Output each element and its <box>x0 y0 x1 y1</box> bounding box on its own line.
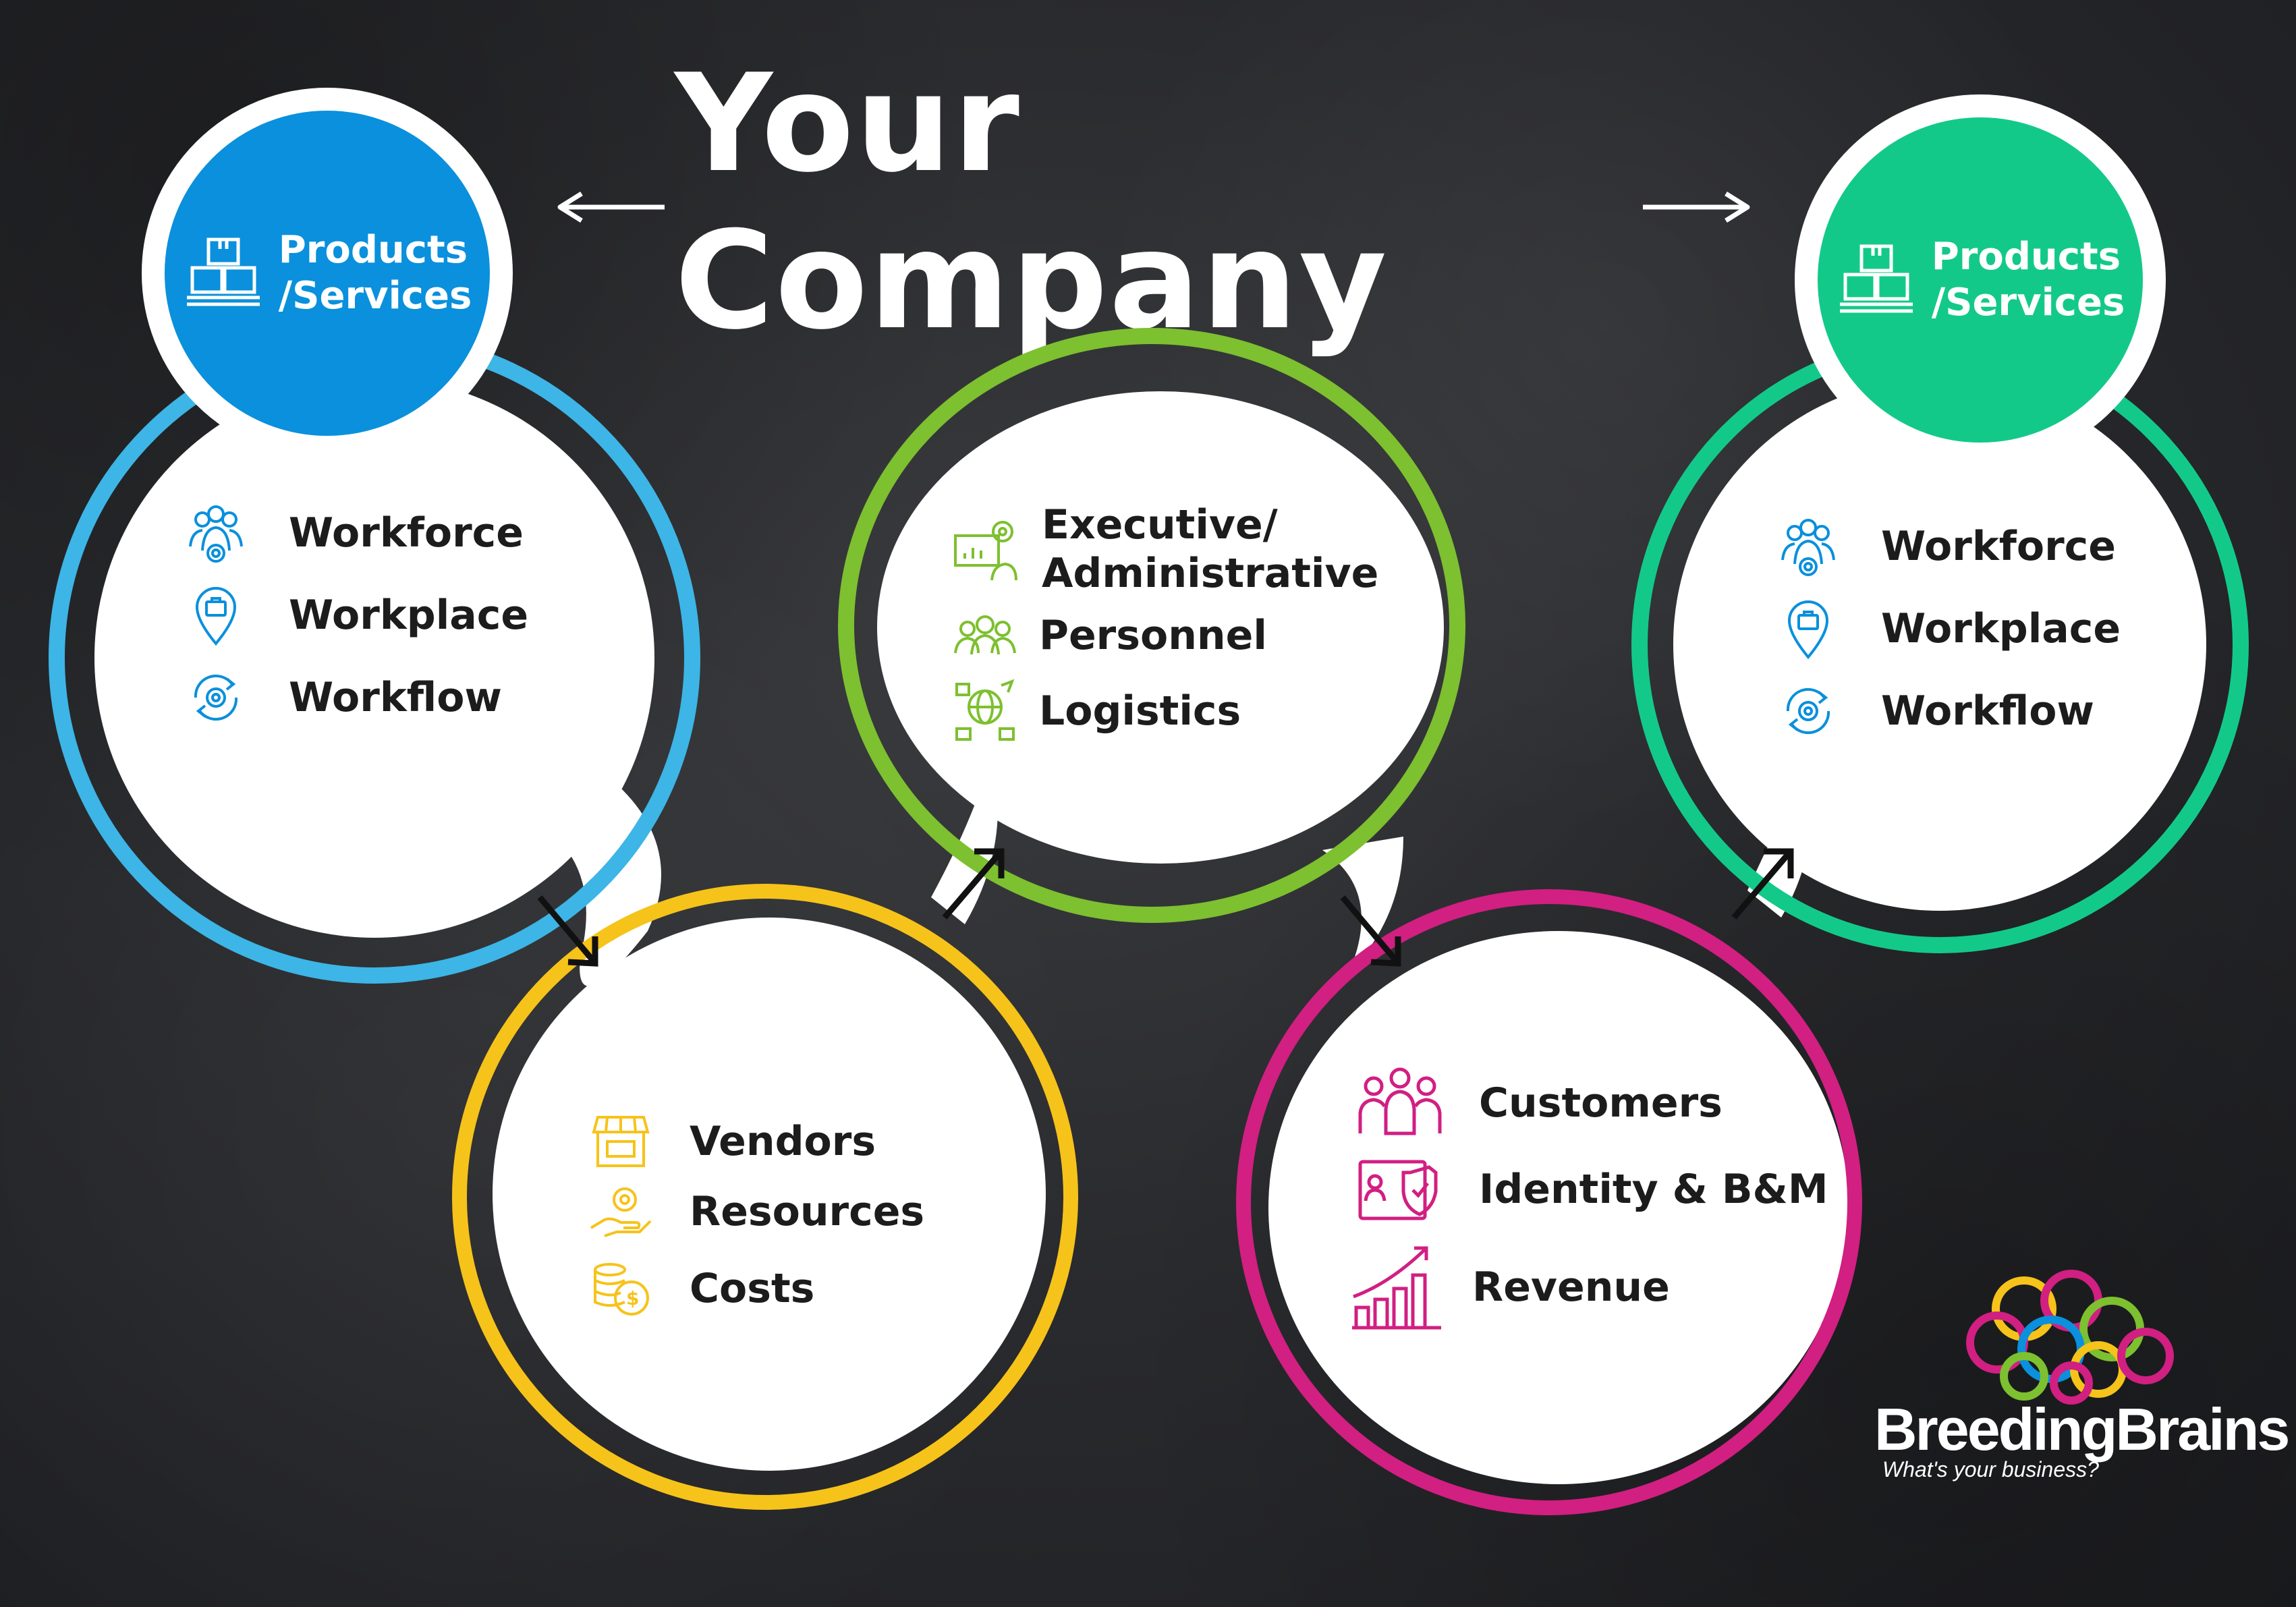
left-item-workplace: Workplace <box>182 582 528 649</box>
presentation-gear-icon <box>954 521 1017 581</box>
team-gear-icon <box>189 505 243 563</box>
hand-gear-icon <box>590 1187 652 1237</box>
item-label: Personnel <box>1039 612 1267 659</box>
item-label-multiline: Executive/ Administrative <box>1042 501 1378 598</box>
cycle-gear-icon <box>194 674 238 721</box>
breedingbrains-logo-icon <box>1966 1270 2174 1405</box>
team-gear-icon <box>1781 519 1835 576</box>
item-label: Identity & B&M <box>1479 1166 1828 1213</box>
end-badge-line2: /Services <box>1931 281 2125 325</box>
end-badge-line1: Products <box>1931 235 2121 279</box>
storefront-icon <box>592 1116 650 1167</box>
item-label-line1: Executive/ <box>1042 501 1278 548</box>
location-briefcase-icon <box>195 587 237 646</box>
bottom-right-item-customers: Customers <box>1356 1066 1723 1140</box>
right-item-workflow: Workflow <box>1774 677 2094 745</box>
title-right-arrow-icon <box>1643 192 1750 223</box>
item-label: Logistics <box>1039 687 1241 735</box>
customers-icon <box>1358 1067 1442 1135</box>
growth-chart-icon <box>1352 1246 1441 1330</box>
title-left-arrow-icon <box>557 192 665 223</box>
flow-arrow-3-icon <box>1340 895 1401 967</box>
end-badge: Products /Services <box>1795 94 2166 466</box>
right-item-workforce: Workforce <box>1774 513 2116 580</box>
item-label: Workforce <box>1881 523 2116 570</box>
location-briefcase-icon <box>1787 600 1829 660</box>
logo-tagline: What's your business? <box>1882 1457 2099 1482</box>
people-group-icon <box>954 615 1016 655</box>
center-item-personnel: Personnel <box>951 602 1267 669</box>
boxes-icon <box>186 237 260 306</box>
bottom-left-item-resources: Resources <box>587 1178 924 1245</box>
item-label: Costs <box>690 1265 815 1312</box>
start-badge: Products /Services <box>142 88 513 459</box>
item-label-line2: Administrative <box>1042 550 1379 597</box>
center-item-executive: Executive/ Administrative <box>951 501 1378 598</box>
boxes-icon <box>1839 244 1913 313</box>
bottom-left-item-costs: $ Costs <box>587 1255 814 1322</box>
coins-icon: $ <box>594 1263 649 1316</box>
flow-arrow-1-icon <box>537 895 598 967</box>
globe-cargo-icon <box>955 679 1015 741</box>
flow-arrow-4-icon <box>1731 848 1794 920</box>
item-label: Workplace <box>289 592 529 639</box>
item-label: Workplace <box>1881 605 2121 652</box>
start-badge-line2: /Services <box>278 274 472 318</box>
item-label: Resources <box>690 1188 925 1235</box>
item-label: Workforce <box>289 509 524 557</box>
left-item-workflow: Workflow <box>182 664 502 731</box>
item-label: Workflow <box>1881 687 2094 735</box>
item-label: Customers <box>1479 1079 1723 1127</box>
bottom-right-item-identity: Identity & B&M <box>1356 1152 1828 1227</box>
id-shield-icon <box>1358 1160 1438 1220</box>
logo-name: BreedingBrains <box>1874 1396 2290 1463</box>
item-label: Vendors <box>690 1118 876 1165</box>
svg-text:$: $ <box>626 1287 639 1309</box>
cycle-gear-icon <box>1786 687 1830 735</box>
start-badge-line1: Products <box>278 228 468 272</box>
flow-arrow-2-icon <box>942 848 1005 920</box>
item-label: Revenue <box>1472 1264 1670 1311</box>
center-item-logistics: Logistics <box>951 677 1241 745</box>
left-item-workforce: Workforce <box>182 499 524 567</box>
bottom-left-item-vendors: Vendors <box>587 1108 876 1175</box>
right-item-workplace: Workplace <box>1774 595 2121 662</box>
item-label: Workflow <box>289 674 502 721</box>
bottom-right-item-revenue: Revenue <box>1349 1240 1670 1334</box>
